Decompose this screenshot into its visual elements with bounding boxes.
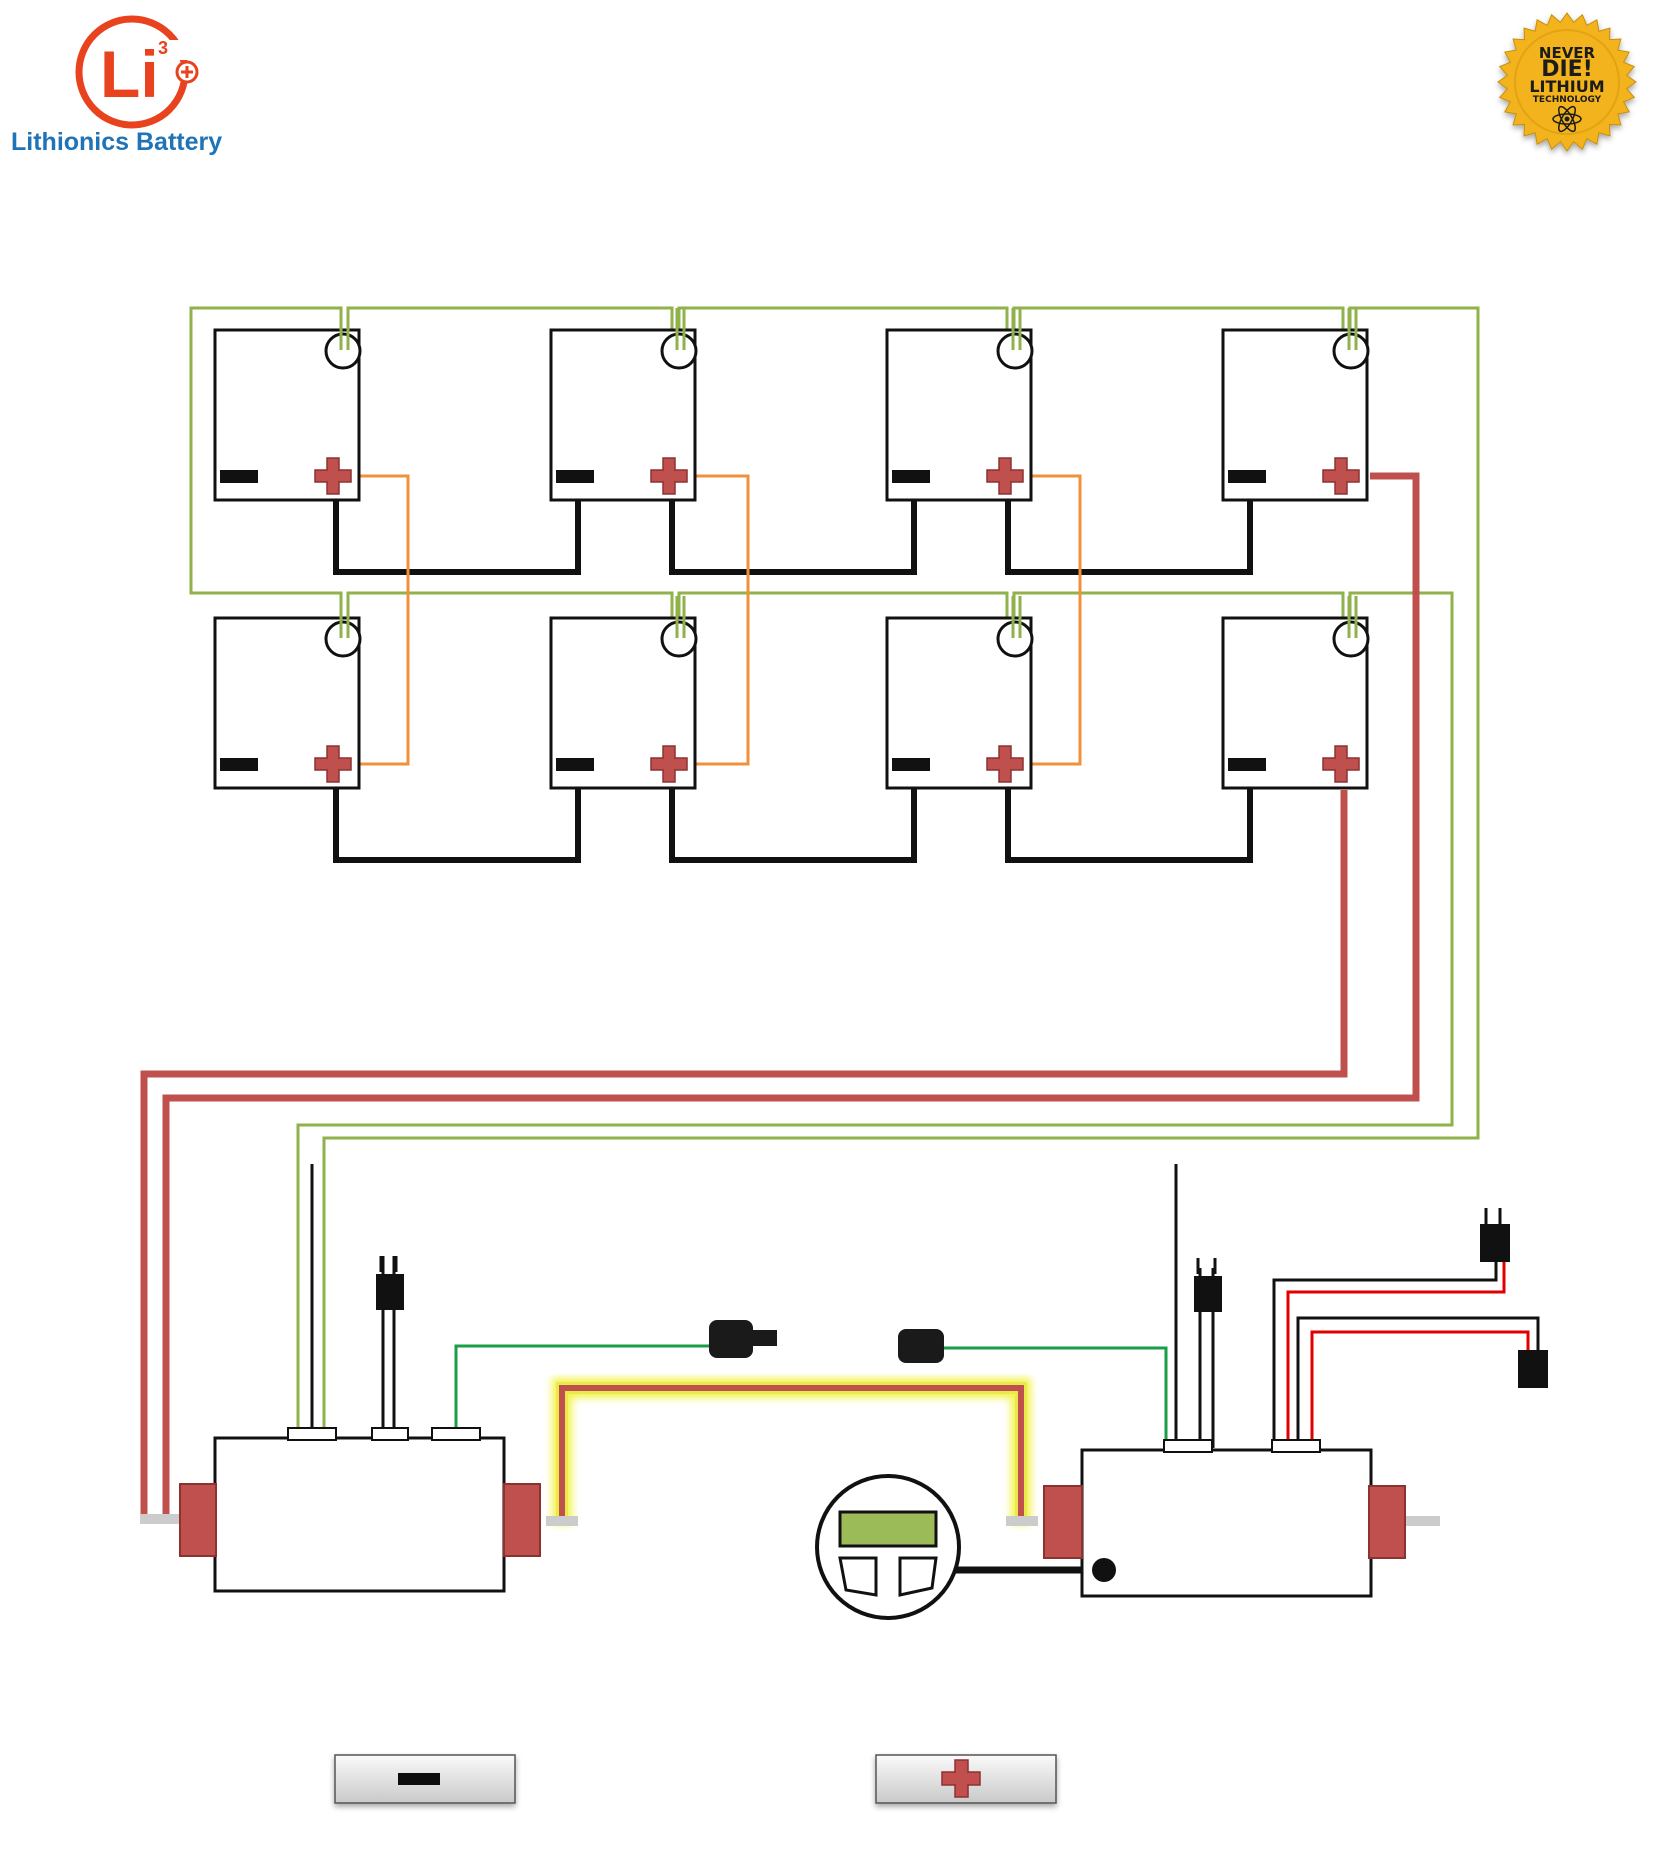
battery-cell: [215, 596, 360, 788]
module-lug-left: [1044, 1486, 1082, 1558]
bms-port-icon: [326, 622, 360, 656]
battery-cell: [551, 308, 696, 500]
right-harness-plug[interactable]: [1194, 1276, 1222, 1312]
brand-name: Lithionics Battery: [11, 128, 222, 156]
seal-line-4: TECHNOLOGY: [1533, 95, 1602, 105]
logo-symbol: Li: [100, 37, 159, 111]
positive-output-terminal[interactable]: [876, 1755, 1056, 1803]
module-port: [372, 1428, 408, 1440]
display-panel[interactable]: [817, 1476, 959, 1618]
minus-terminal-icon: [556, 758, 594, 771]
signal-connector-bottom[interactable]: [1518, 1350, 1548, 1388]
display-button-left[interactable]: [840, 1558, 876, 1595]
minus-terminal-icon: [220, 758, 258, 771]
negative-links: [336, 500, 1250, 860]
battery-bank: [215, 308, 1368, 788]
bms-port-icon: [1334, 334, 1368, 368]
bms-port-icon: [662, 622, 696, 656]
seal-line-3: LITHIUM: [1529, 77, 1604, 96]
minus-terminal-icon: [892, 470, 930, 483]
bms-port-icon: [662, 334, 696, 368]
minus-terminal-icon: [556, 470, 594, 483]
can-plug-left[interactable]: [709, 1320, 753, 1358]
logo-superscript: 3: [158, 38, 168, 58]
display-jack: [1092, 1558, 1116, 1582]
bms-port-icon: [998, 622, 1032, 656]
battery-cell: [887, 596, 1032, 788]
left-harness-plug[interactable]: [376, 1274, 404, 1310]
module-lug-left: [180, 1484, 216, 1556]
minus-terminal-icon: [892, 758, 930, 771]
battery-cell: [1223, 596, 1368, 788]
can-plug-right[interactable]: [898, 1329, 944, 1363]
negative-output-terminal[interactable]: [335, 1755, 515, 1803]
bms-port-icon: [1334, 622, 1368, 656]
bms-port-icon: [326, 334, 360, 368]
minus-terminal-icon: [1228, 758, 1266, 771]
minus-icon: [398, 1773, 440, 1785]
module-port: [1272, 1440, 1320, 1452]
never-die-seal: NEVER DIE! LITHIUM TECHNOLOGY: [1498, 13, 1636, 151]
lithionics-logo: Li 3 Lithionics Battery: [11, 19, 222, 156]
signal-connector-top[interactable]: [1480, 1208, 1510, 1262]
signal-wires: [1274, 1260, 1538, 1448]
display-button-right[interactable]: [900, 1558, 936, 1595]
battery-cell: [887, 308, 1032, 500]
module-lug-right: [1369, 1486, 1405, 1558]
module-port: [288, 1428, 336, 1440]
display-screen: [840, 1512, 936, 1546]
module-port: [432, 1428, 480, 1440]
bms-port-icon: [998, 334, 1032, 368]
battery-cell: [215, 308, 360, 500]
module-port: [1164, 1440, 1212, 1452]
negative-side-module[interactable]: [180, 1428, 540, 1591]
module-lug-right: [504, 1484, 540, 1556]
battery-cell: [1223, 308, 1368, 500]
positive-side-module[interactable]: [1044, 1440, 1405, 1596]
battery-cell: [551, 596, 696, 788]
minus-terminal-icon: [1228, 470, 1266, 483]
minus-terminal-icon: [220, 470, 258, 483]
sense-wires: [312, 1164, 1176, 1448]
positive-bus: [562, 1388, 1021, 1524]
